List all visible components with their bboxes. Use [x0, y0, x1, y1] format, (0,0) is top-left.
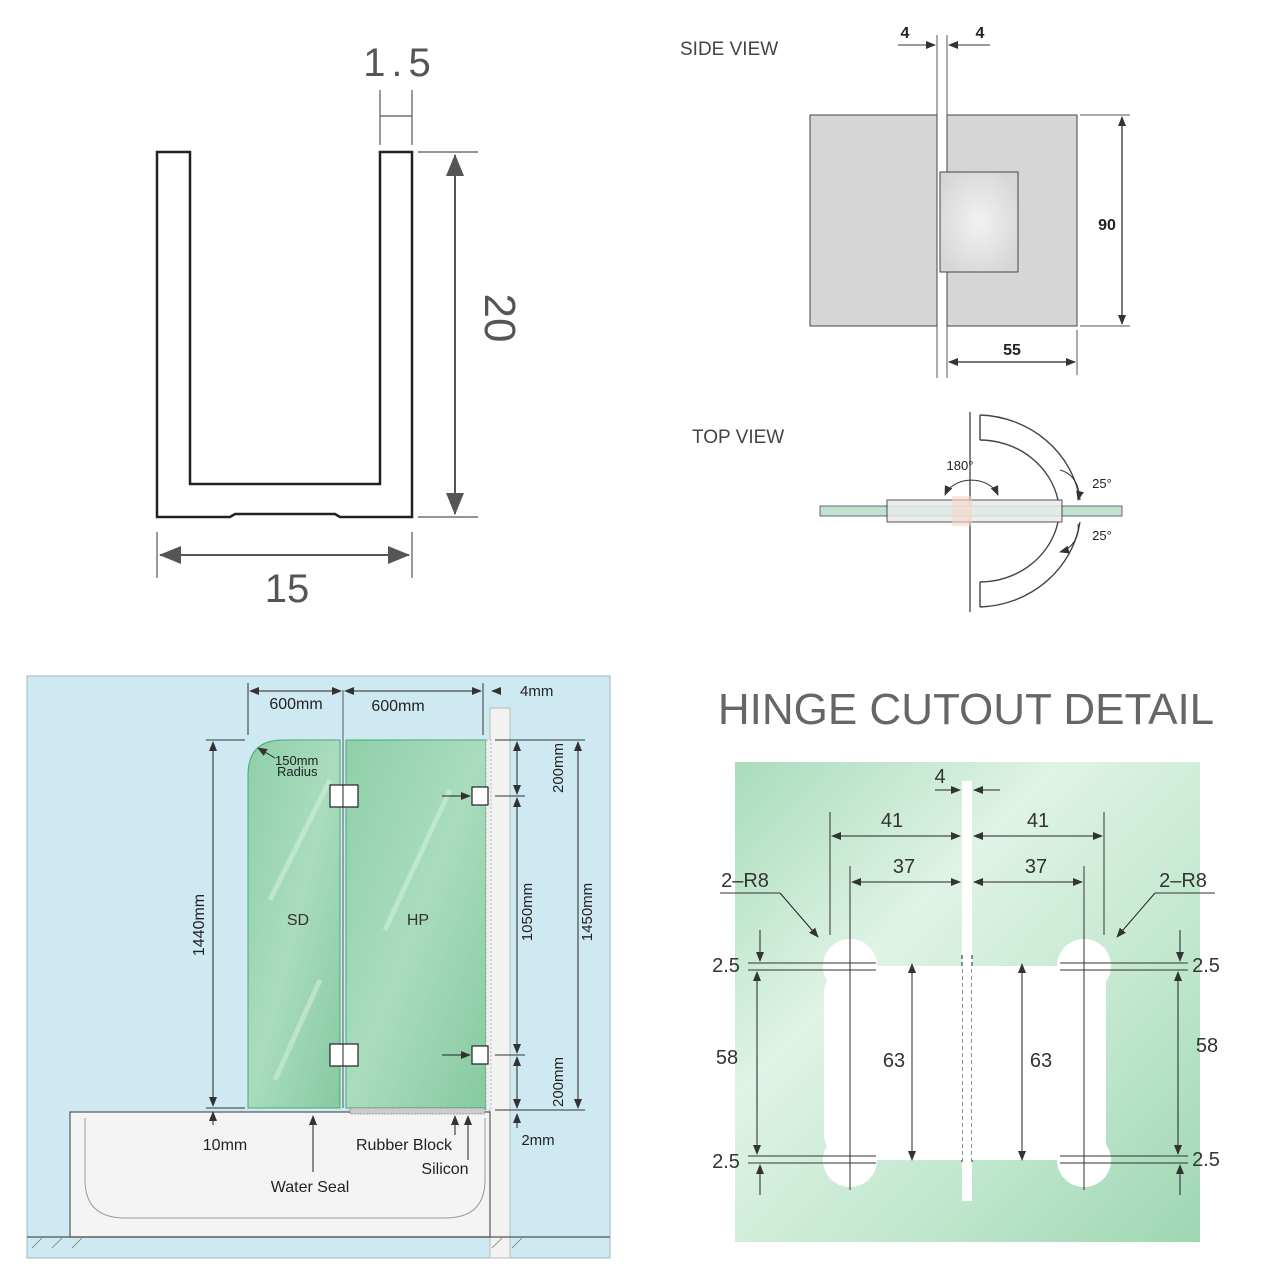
- dim-37-left-label: 37: [893, 856, 915, 878]
- width-right-label: 600mm: [371, 698, 424, 715]
- glass-panel-hp: [345, 739, 487, 1109]
- dim-thickness-label: 1.5: [363, 41, 437, 85]
- hinge-top-view: TOP VIEW 180° 25° 25°: [692, 412, 1123, 612]
- glass-panel-sd: [247, 739, 341, 1109]
- hinge-side-view: SIDE VIEW 4 4 90 55: [680, 25, 1130, 378]
- gap-left-label: 4: [901, 25, 910, 42]
- rubber-block-label: Rubber Block: [356, 1137, 453, 1154]
- hinge-body-top: [886, 499, 1063, 523]
- radius-label-line2: Radius: [277, 764, 318, 779]
- wall-hinge-top: [471, 786, 489, 806]
- gap-bottom-left-label: 10mm: [203, 1137, 247, 1154]
- dim-height-label: 20: [475, 294, 524, 343]
- hinge-spacing-label: 1050mm: [519, 883, 536, 941]
- u-channel-profile: 1.5 20 15: [155, 41, 524, 611]
- panel-sd-label: SD: [287, 912, 309, 929]
- u-channel-outline: [155, 150, 414, 519]
- dim-25-br-label: 2.5: [1192, 1149, 1220, 1171]
- side-view-title: SIDE VIEW: [680, 39, 778, 60]
- angle-upper-label: 25°: [1092, 476, 1112, 491]
- dim-58-left-label: 58: [716, 1047, 738, 1069]
- dim-37-right-label: 37: [1025, 856, 1047, 878]
- hinge-cutout-detail: HINGE CUTOUT DETAIL 4 41 41 37 37: [712, 685, 1220, 1242]
- angle-lower-label: 25°: [1092, 528, 1112, 543]
- gap-top-label: 4mm: [520, 683, 553, 700]
- hinge-plate-left: [809, 114, 938, 327]
- bath-screen-installation: 600mm 600mm 4mm 150mm Radius SD HP 1440m…: [26, 675, 611, 1259]
- cutout-title: HINGE CUTOUT DETAIL: [718, 685, 1214, 734]
- height-right-label: 1450mm: [579, 883, 596, 941]
- radius-left-label: 2–R8: [721, 870, 769, 892]
- side-height-label: 90: [1098, 217, 1116, 234]
- width-left-label: 600mm: [269, 696, 322, 713]
- dim-width-label: 15: [265, 567, 310, 611]
- dim-63-right-label: 63: [1030, 1050, 1052, 1072]
- angle-180-label: 180°: [947, 458, 974, 473]
- silicon-label: Silicon: [421, 1161, 468, 1178]
- dim-25-bl-label: 2.5: [712, 1151, 740, 1173]
- side-width-label: 55: [1003, 342, 1021, 359]
- cutout-gap-label: 4: [934, 766, 945, 788]
- height-left-label: 1440mm: [191, 894, 208, 956]
- dim-41-left-label: 41: [881, 810, 903, 832]
- hinge-top-middle: [329, 784, 359, 808]
- dim-25-tr-label: 2.5: [1192, 955, 1220, 977]
- wall-hinge-bottom: [471, 1045, 489, 1065]
- hinge-bottom-middle: [329, 1043, 359, 1067]
- hinge-bottom-offset-label: 200mm: [550, 1057, 567, 1107]
- dim-63-left-label: 63: [883, 1050, 905, 1072]
- water-seal-label: Water Seal: [271, 1179, 350, 1196]
- dim-41-right-label: 41: [1027, 810, 1049, 832]
- dim-25-tl-label: 2.5: [712, 955, 740, 977]
- centre-gap: [962, 781, 972, 1201]
- bath-tub: [69, 1111, 491, 1238]
- hinge-top-offset-label: 200mm: [550, 743, 567, 793]
- top-view-title: TOP VIEW: [692, 427, 784, 448]
- radius-right-label: 2–R8: [1159, 870, 1207, 892]
- side-wall: [489, 707, 511, 1259]
- gap-bottom-right-label: 2mm: [521, 1132, 554, 1149]
- dim-58-right-label: 58: [1196, 1035, 1218, 1057]
- hinge-cover-block: [939, 171, 1019, 273]
- radius-label-line1: 150mm: [275, 753, 318, 768]
- panel-hp-label: HP: [407, 912, 429, 929]
- gap-right-label: 4: [976, 25, 985, 42]
